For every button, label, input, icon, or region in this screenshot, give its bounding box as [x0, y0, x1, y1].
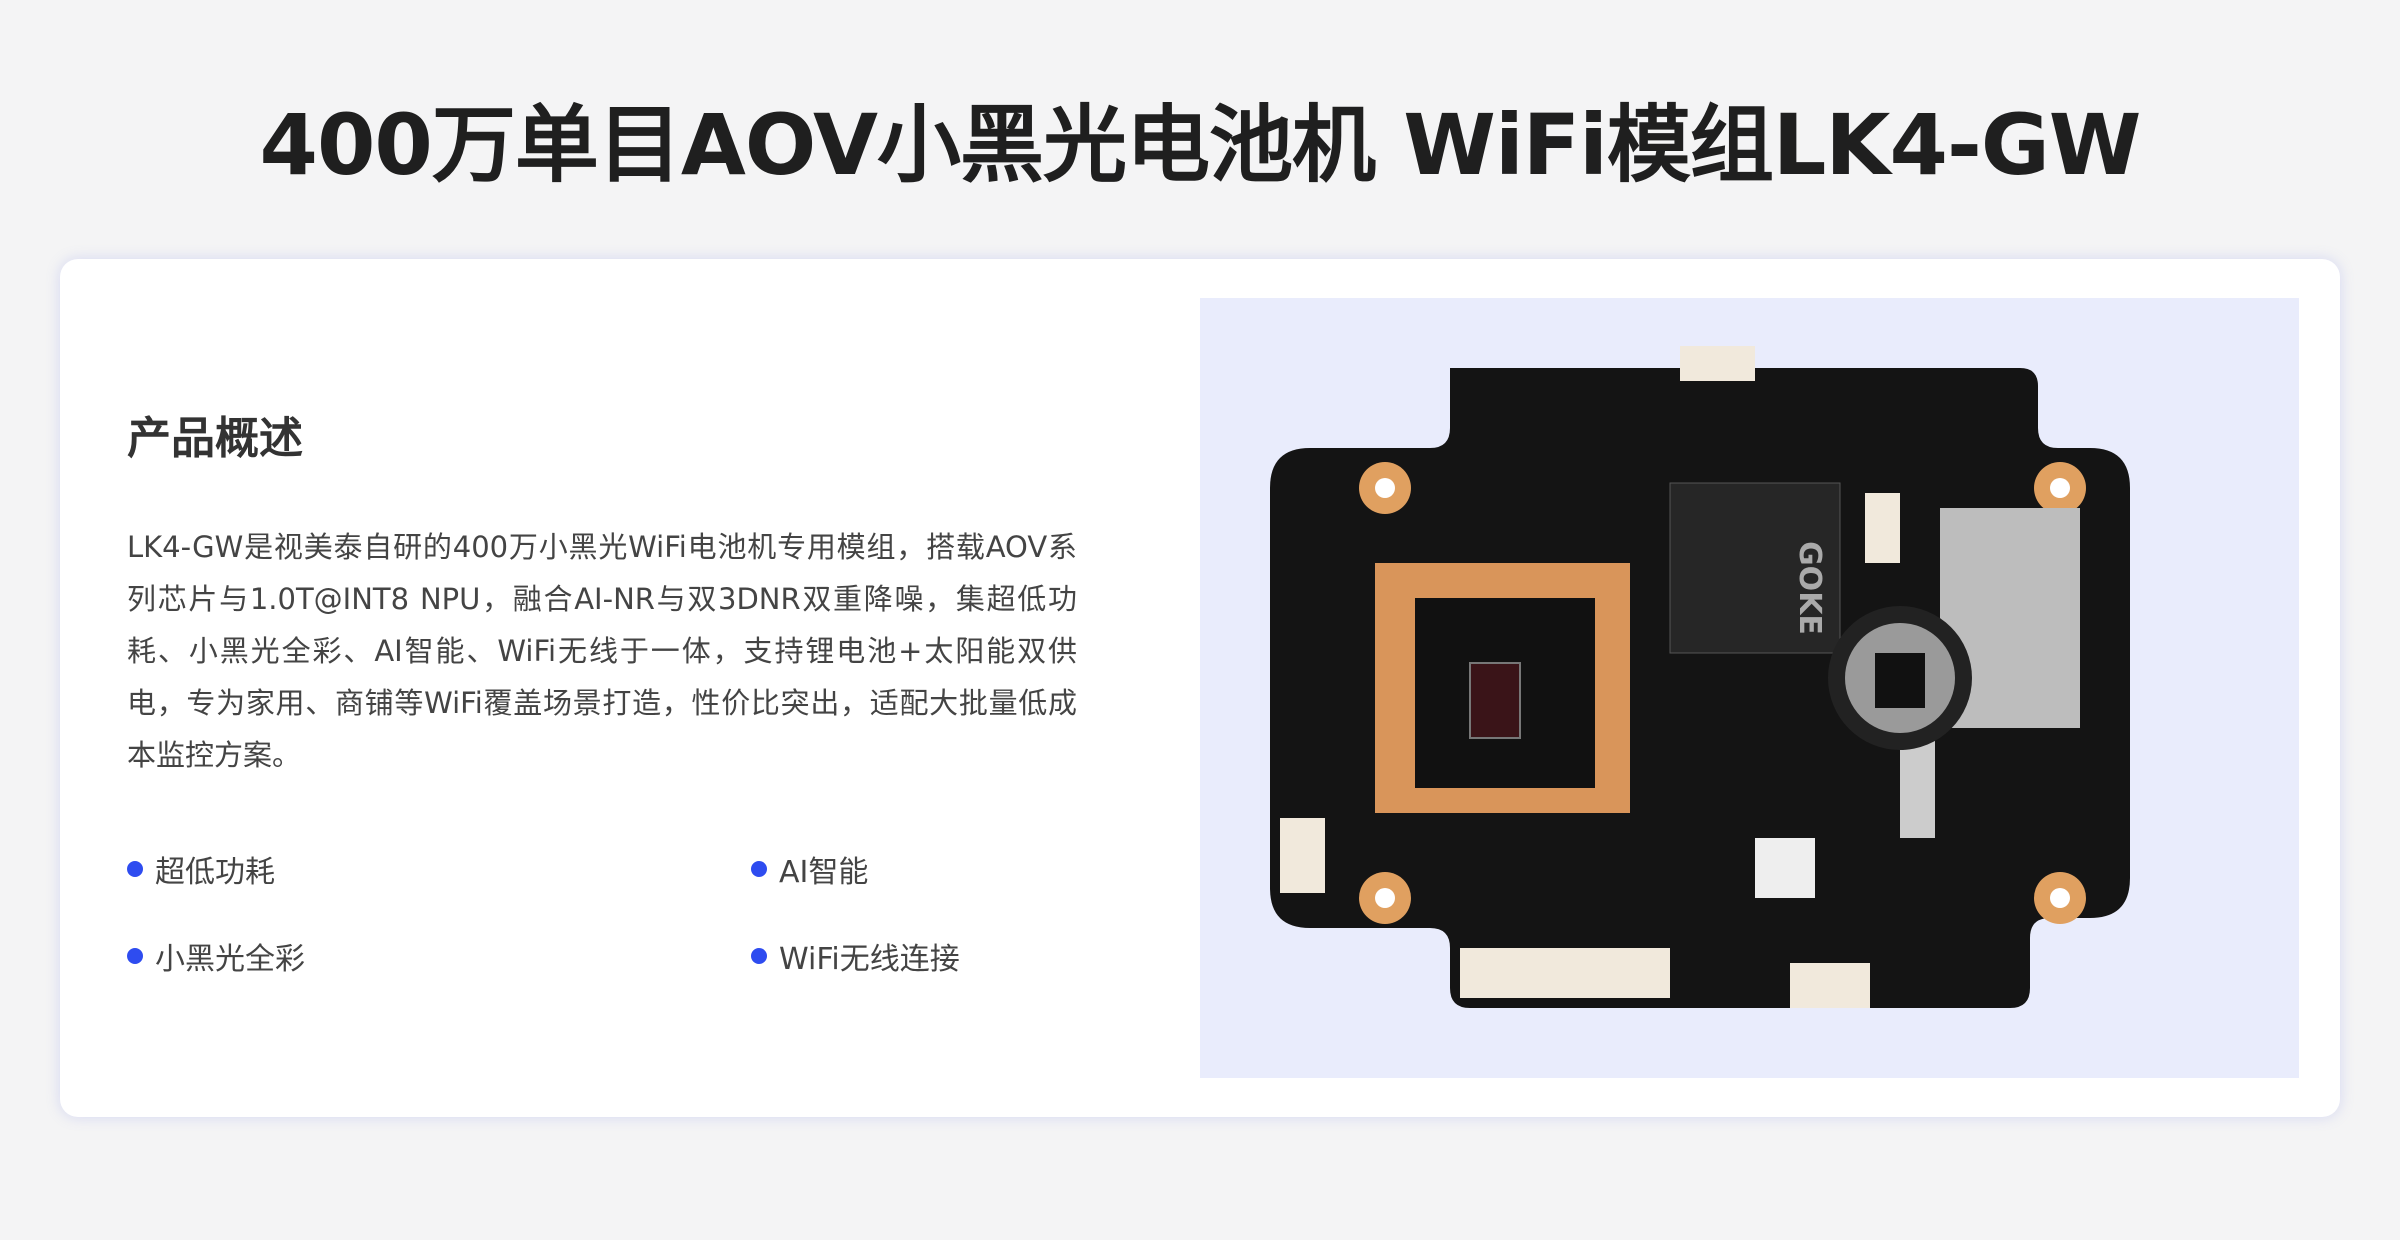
pcb-board-image: GOKE [1270, 346, 2130, 1008]
feature-item: 超低功耗 [127, 847, 275, 891]
overview-heading: 产品概述 [127, 413, 303, 464]
bullet-icon [127, 948, 143, 964]
feature-label: WiFi无线连接 [779, 942, 960, 977]
bullet-icon [127, 861, 143, 877]
page-title: 400万单目AOV小黑光电池机 WiFi模组LK4-GW [259, 96, 2142, 194]
overview-description: LK4-GW是视美泰自研的400万小黑光WiFi电池机专用模组，搭载AOV系列芯… [127, 530, 1077, 772]
feature-label: 小黑光全彩 [155, 942, 305, 977]
svg-text:GOKE: GOKE [1792, 541, 1827, 635]
feature-item: WiFi无线连接 [751, 934, 960, 978]
feature-label: AI智能 [779, 855, 869, 890]
feature-item: AI智能 [751, 847, 868, 891]
feature-label: 超低功耗 [155, 855, 275, 890]
bullet-icon [751, 948, 767, 964]
bullet-icon [751, 861, 767, 877]
product-image: GOKE [1200, 298, 2299, 1078]
feature-item: 小黑光全彩 [127, 934, 305, 978]
product-card: 产品概述 LK4-GW是视美泰自研的400万小黑光WiFi电池机专用模组，搭载A… [60, 259, 2340, 1117]
